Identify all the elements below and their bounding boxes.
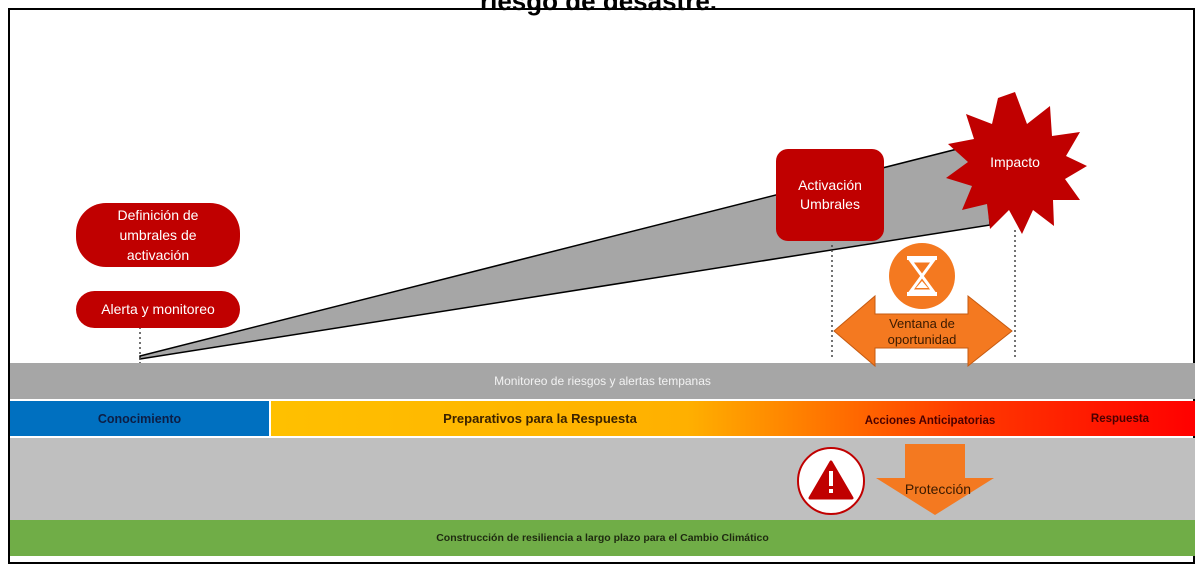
ventana-double-arrow	[833, 294, 1013, 368]
proteccion-label: Protección	[904, 480, 972, 497]
resiliencia-label: Construcción de resiliencia a largo plaz…	[436, 532, 769, 544]
activacion-umbrales-label: Activación Umbrales	[798, 177, 862, 212]
definicion-umbrales-label: Definición de umbrales de activación	[117, 206, 199, 264]
monitoreo-label: Monitoreo de riesgos y alertas tempanas	[494, 374, 711, 388]
respuesta-label: Respuesta	[1090, 412, 1150, 425]
impacto-label: Impacto	[990, 153, 1040, 170]
definicion-umbrales-pill: Definición de umbrales de activación	[76, 203, 240, 267]
alerta-monitoreo-pill: Alerta y monitoreo	[76, 291, 240, 328]
warning-icon	[797, 447, 865, 515]
preparativos-band	[271, 401, 1195, 436]
resiliencia-band	[10, 520, 1195, 556]
protection-area	[10, 438, 1195, 520]
conocimiento-band	[10, 401, 269, 436]
activacion-box	[776, 149, 884, 241]
impacto-starburst	[946, 92, 1087, 234]
monitoring-band	[10, 363, 1195, 399]
hourglass-icon	[889, 243, 955, 309]
preparativos-label: Preparativos para la Respuesta	[443, 411, 637, 426]
acciones-anticipatorias-label: Acciones Anticipatorias	[864, 414, 996, 427]
diagram-frame	[8, 8, 1195, 564]
proteccion-arrow	[876, 444, 994, 515]
alerta-monitoreo-label: Alerta y monitoreo	[101, 301, 215, 318]
ventana-oportunidad-label: Ventana de oportunidad	[887, 315, 957, 347]
conocimiento-label: Conocimiento	[97, 411, 182, 426]
